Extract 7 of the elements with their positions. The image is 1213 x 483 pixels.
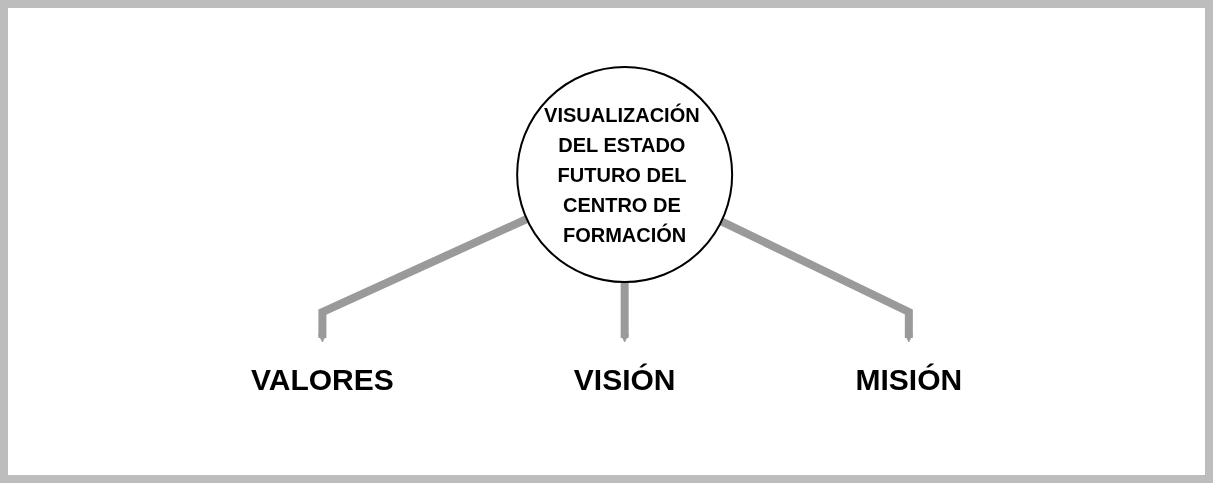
node-circle: VISUALIZACIÓN DEL ESTADO FUTURO DEL CENTRO DE FORMACIÓN bbox=[516, 65, 734, 283]
arrow bbox=[317, 214, 529, 342]
node-text: VALORES bbox=[250, 362, 394, 396]
arrow bbox=[719, 217, 914, 342]
node-text: VISIÓN bbox=[573, 362, 676, 396]
node-text: MISIÓN bbox=[855, 362, 963, 396]
arrow bbox=[620, 281, 629, 342]
